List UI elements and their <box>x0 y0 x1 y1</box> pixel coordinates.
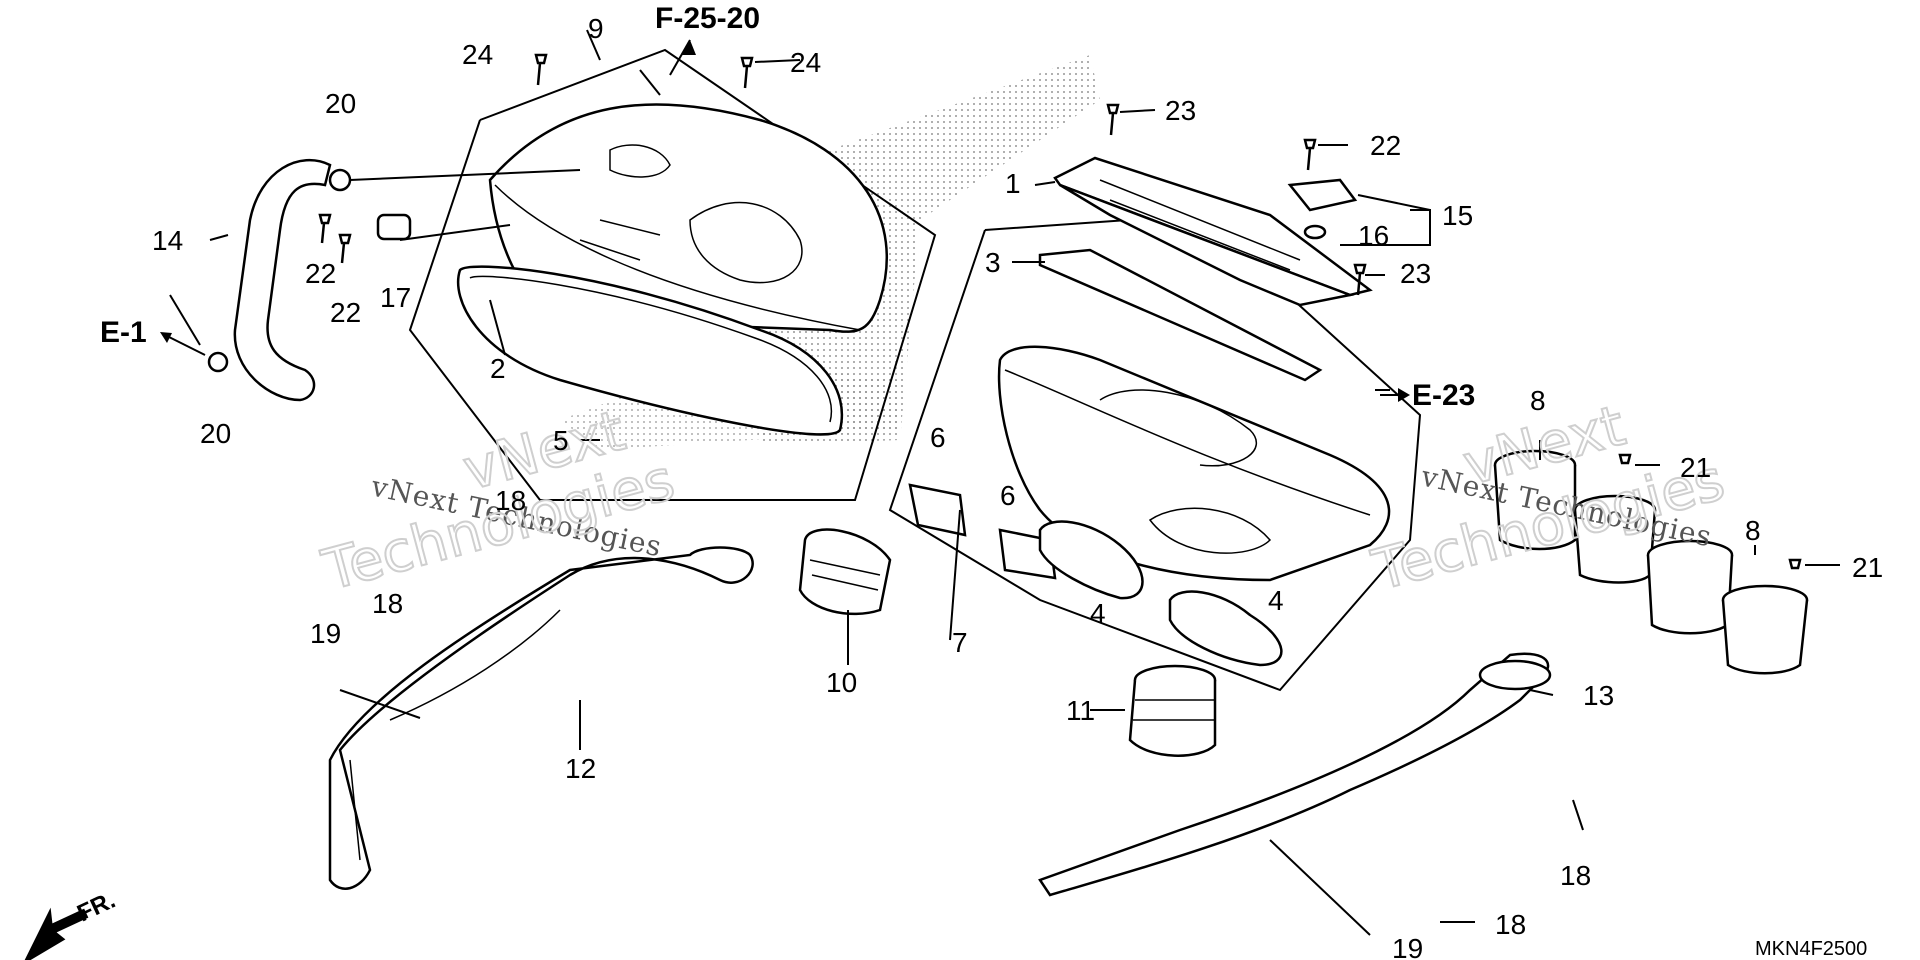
upper-case-detail <box>689 201 803 284</box>
upper-case-bracket <box>609 144 671 178</box>
callout-15: 15 <box>1442 200 1473 231</box>
intake-duct-10 <box>798 528 892 616</box>
diagram-code: MKN4F2500 <box>1755 938 1867 960</box>
callout-6a: 6 <box>930 422 946 453</box>
plate-6a <box>908 483 967 537</box>
reference-label-left: E-1 <box>100 316 147 349</box>
right-duct-13 <box>1038 652 1550 897</box>
callout-24a: 24 <box>462 39 493 70</box>
funnel-11 <box>1128 664 1217 757</box>
lower-case-housing <box>997 345 1391 582</box>
callout-1: 1 <box>1005 168 1021 199</box>
callout-numbers: 1 2 3 4 4 5 6 6 7 8 8 9 10 11 12 13 14 1… <box>152 13 1883 960</box>
callout-22b: 22 <box>305 258 336 289</box>
callout-18a: 18 <box>495 485 526 516</box>
callout-11: 11 <box>1066 695 1095 726</box>
callout-14: 14 <box>152 225 183 256</box>
callout-17: 17 <box>380 282 411 313</box>
gasket-2-inner <box>469 275 833 423</box>
callout-8b: 8 <box>1745 515 1761 546</box>
air-filter-body <box>1059 183 1355 307</box>
gasket-3 <box>1038 248 1323 382</box>
funnel-8b <box>1646 539 1809 675</box>
callout-21b: 21 <box>1852 552 1883 583</box>
callout-2: 2 <box>490 353 506 384</box>
upper-case-rim <box>494 184 861 331</box>
callout-23a: 23 <box>1165 95 1196 126</box>
sensor-cover-15 <box>1287 178 1358 212</box>
left-duct-12-edge <box>349 609 561 861</box>
callout-18b: 18 <box>372 588 403 619</box>
reference-arrows <box>160 39 1410 402</box>
lower-case-inner <box>1099 389 1257 467</box>
hose-clip-lower <box>207 351 229 373</box>
callout-21a: 21 <box>1680 452 1711 483</box>
hose-clip-upper <box>328 168 352 192</box>
screws <box>318 53 1802 570</box>
callout-3: 3 <box>985 247 1001 278</box>
callout-7: 7 <box>952 627 968 658</box>
upper-case-rib <box>579 219 661 261</box>
callout-12: 12 <box>565 753 596 784</box>
callout-4b: 4 <box>1268 585 1284 616</box>
lower-case-port <box>1148 507 1272 554</box>
sensor-17 <box>376 213 412 241</box>
callout-20a: 20 <box>325 88 356 119</box>
callout-19a: 19 <box>310 618 341 649</box>
callout-19b: 19 <box>1392 933 1423 960</box>
callout-18c: 18 <box>1560 860 1591 891</box>
front-arrow <box>22 907 89 960</box>
left-duct-12 <box>328 546 754 890</box>
leader-lines <box>169 29 1840 936</box>
callout-16: 16 <box>1358 220 1389 251</box>
callout-9: 9 <box>588 13 604 44</box>
group-outline-9 <box>408 48 937 501</box>
reference-label-right: E-23 <box>1412 379 1475 412</box>
callout-8a: 8 <box>1530 385 1546 416</box>
gasket-4a <box>1038 520 1144 600</box>
callout-10: 10 <box>826 667 857 698</box>
callout-6b: 6 <box>1000 480 1016 511</box>
gasket-4b <box>1168 590 1283 667</box>
reference-label-top: F-25-20 <box>655 2 760 35</box>
gasket-2 <box>456 265 844 436</box>
callout-20b: 20 <box>200 418 231 449</box>
grommet-16 <box>1303 224 1327 240</box>
right-duct-13-mouth <box>1478 659 1552 691</box>
callout-22a: 22 <box>1370 130 1401 161</box>
callout-13: 13 <box>1583 680 1614 711</box>
airflow-dotted-region <box>720 55 1100 445</box>
callout-24b: 24 <box>790 47 821 78</box>
lower-case-rim <box>1004 369 1371 516</box>
air-filter-ribs <box>1099 179 1301 271</box>
callout-23b: 23 <box>1400 258 1431 289</box>
callout-5: 5 <box>553 425 569 456</box>
callout-22c: 22 <box>330 297 361 328</box>
breather-hose <box>233 158 332 402</box>
callout-18d: 18 <box>1495 909 1526 940</box>
callout-4a: 4 <box>1090 598 1106 629</box>
funnel-8a <box>1493 449 1657 584</box>
